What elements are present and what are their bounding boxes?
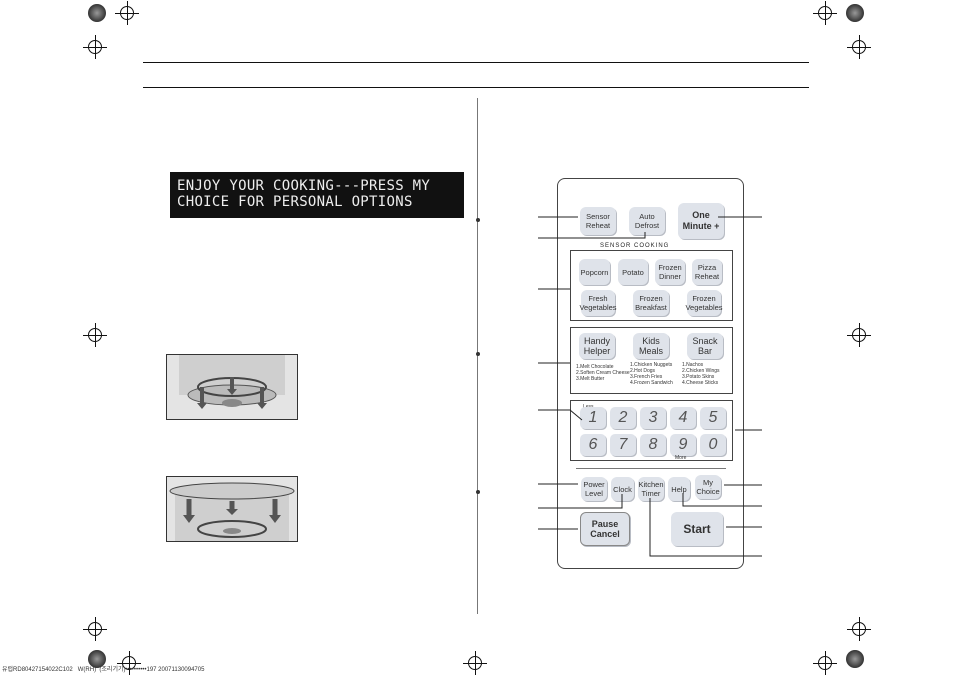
header-rule-top bbox=[143, 62, 809, 63]
sensor-cooking-label: SENSOR COOKING bbox=[600, 243, 670, 249]
registration-mark bbox=[83, 35, 107, 59]
print-dot-bottom-left bbox=[88, 650, 106, 668]
number-key-6[interactable]: 6 bbox=[580, 434, 606, 456]
registration-mark bbox=[117, 651, 141, 675]
potato-button[interactable]: Potato bbox=[618, 259, 648, 285]
registration-mark bbox=[847, 35, 871, 59]
print-dot-bottom-right bbox=[846, 650, 864, 668]
snack-bar-list: 1.Nachos 2.Chicken Wings 3.Potato Skins … bbox=[682, 362, 720, 386]
my-choice-button[interactable]: My Choice bbox=[695, 475, 721, 499]
divider-bullet bbox=[476, 490, 480, 494]
kitchen-timer-button[interactable]: Kitchen Timer bbox=[638, 477, 664, 501]
turntable-illustration-2 bbox=[166, 476, 298, 542]
sensor-cooking-group: Popcorn Potato Frozen Dinner Pizza Rehea… bbox=[570, 250, 733, 321]
registration-mark bbox=[115, 1, 139, 25]
popcorn-button[interactable]: Popcorn bbox=[579, 259, 610, 285]
registration-mark bbox=[847, 323, 871, 347]
print-dot-top-right bbox=[846, 4, 864, 22]
number-key-0[interactable]: 0 bbox=[700, 434, 726, 456]
separator-line bbox=[576, 468, 726, 469]
snack-bar-button[interactable]: Snack Bar bbox=[687, 333, 723, 359]
number-key-4[interactable]: 4 bbox=[670, 407, 696, 429]
display-message: ENJOY YOUR COOKING---PRESS MY CHOICE FOR… bbox=[170, 172, 464, 218]
frozen-vegetables-button[interactable]: Frozen Vegetables bbox=[685, 290, 723, 316]
help-button[interactable]: Help bbox=[668, 477, 690, 501]
turntable-illustration-1 bbox=[166, 354, 298, 420]
handy-helper-button[interactable]: Handy Helper bbox=[579, 333, 615, 359]
divider-bullet bbox=[476, 352, 480, 356]
registration-mark bbox=[83, 323, 107, 347]
number-key-5[interactable]: 5 bbox=[700, 407, 726, 429]
footer-print-info: 유럽RD80427154022C102 W(RH) (조리기기)••••••••… bbox=[2, 667, 205, 673]
registration-mark bbox=[813, 651, 837, 675]
pizza-reheat-button[interactable]: Pizza Reheat bbox=[692, 259, 722, 285]
number-key-7[interactable]: 7 bbox=[610, 434, 636, 456]
registration-mark bbox=[847, 617, 871, 641]
kids-meals-button[interactable]: Kids Meals bbox=[633, 333, 669, 359]
more-label: More bbox=[675, 455, 687, 461]
start-button[interactable]: Start bbox=[671, 512, 723, 546]
handy-helper-list: 1.Melt Chocolate 2.Soften Cream Cheese 3… bbox=[576, 364, 630, 382]
kids-meals-list: 1.Chicken Nuggets 2.Hot Dogs 3.French Fr… bbox=[630, 362, 673, 386]
clock-button[interactable]: Clock bbox=[611, 477, 634, 501]
header-rule-bottom bbox=[143, 87, 809, 88]
number-key-3[interactable]: 3 bbox=[640, 407, 666, 429]
auto-defrost-button[interactable]: Auto Defrost bbox=[629, 207, 665, 235]
power-level-button[interactable]: Power Level bbox=[581, 477, 607, 501]
number-pad-group: Less 1 2 3 4 5 6 7 8 9 0 More bbox=[570, 400, 733, 461]
fresh-vegetables-button[interactable]: Fresh Vegetables bbox=[579, 290, 617, 316]
number-key-1[interactable]: 1 bbox=[580, 407, 606, 429]
divider-bullet bbox=[476, 218, 480, 222]
number-key-8[interactable]: 8 bbox=[640, 434, 666, 456]
one-minute-button[interactable]: One Minute + bbox=[678, 203, 724, 239]
registration-mark bbox=[83, 617, 107, 641]
print-dot-top-left bbox=[88, 4, 106, 22]
number-key-2[interactable]: 2 bbox=[610, 407, 636, 429]
frozen-dinner-button[interactable]: Frozen Dinner bbox=[655, 259, 685, 285]
registration-mark bbox=[813, 1, 837, 25]
sensor-reheat-button[interactable]: Sensor Reheat bbox=[580, 207, 616, 235]
callout-leaders bbox=[538, 216, 762, 557]
registration-mark bbox=[463, 651, 487, 675]
number-key-9[interactable]: 9 bbox=[670, 434, 696, 456]
frozen-breakfast-button[interactable]: Frozen Breakfast bbox=[633, 290, 669, 316]
pause-cancel-button[interactable]: Pause Cancel bbox=[580, 512, 630, 546]
column-divider bbox=[477, 98, 478, 614]
quick-cook-group: Handy Helper Kids Meals Snack Bar 1.Melt… bbox=[570, 327, 733, 394]
